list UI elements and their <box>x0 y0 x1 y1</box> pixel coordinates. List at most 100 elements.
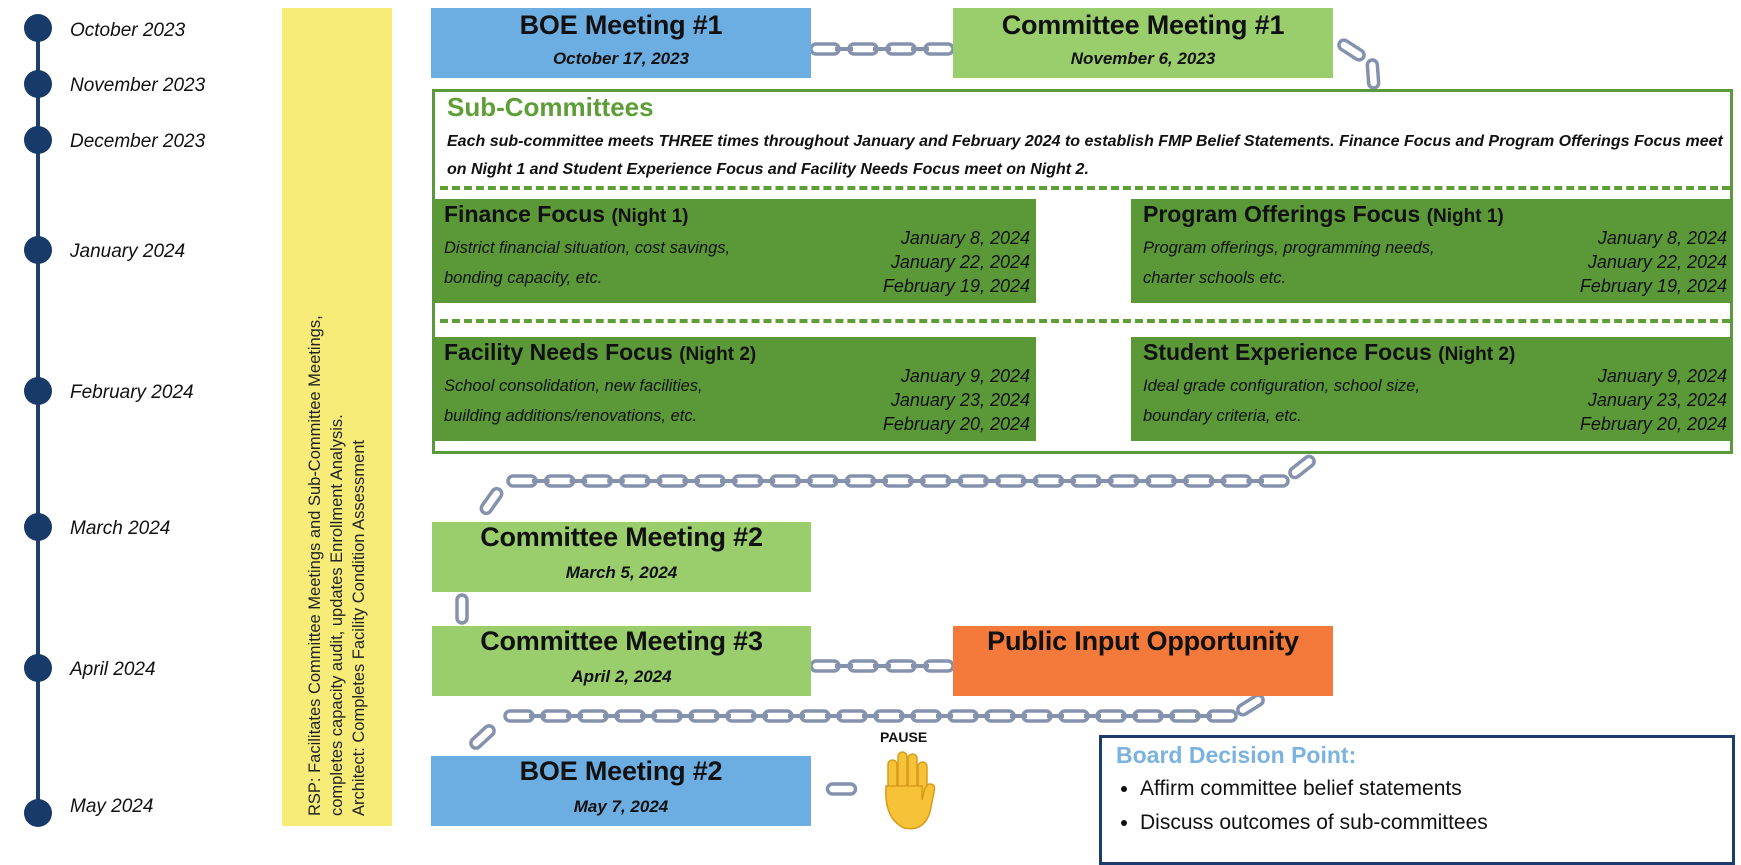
timeline-dot <box>24 14 52 42</box>
chain-joint <box>529 714 546 718</box>
timeline-dot <box>24 236 52 264</box>
chain-joint <box>603 714 620 718</box>
focus-title: Program Offerings Focus <box>1143 201 1421 227</box>
chain-joint <box>1133 479 1152 483</box>
rsp-note-line: RSP: Facilitates Committee Meetings and … <box>306 315 324 816</box>
chain-joint <box>899 714 916 718</box>
timeline-month: November 2023 <box>70 75 206 96</box>
chain-segment <box>809 42 955 56</box>
focus-description: District financial situation, cost savin… <box>444 239 731 287</box>
chain-joint <box>908 479 926 483</box>
chain-joint <box>835 47 853 51</box>
focus-title: Finance Focus <box>444 201 606 227</box>
chain-joint <box>607 479 625 483</box>
program-offerings-focus: Program Offerings Focus (Night 1) Progra… <box>1131 199 1733 303</box>
chain-link <box>809 659 841 673</box>
chain-joint <box>677 714 694 718</box>
chain-joint <box>1047 714 1064 718</box>
chain-link <box>1220 474 1253 488</box>
public-input-opportunity: Public Input Opportunity <box>953 626 1333 696</box>
chain-link <box>919 474 952 488</box>
chain-link <box>1183 474 1215 488</box>
chain-link <box>1206 709 1238 723</box>
chain-link <box>923 42 955 56</box>
chain-joint <box>973 714 990 718</box>
timeline-dot <box>24 377 52 405</box>
focus-title: Student Experience Focus <box>1143 339 1432 365</box>
chain-link <box>1032 474 1065 488</box>
meeting-date: May 7, 2024 <box>573 797 669 816</box>
focus-title: Facility Needs Focus <box>444 339 673 365</box>
timeline-dot <box>24 126 52 154</box>
chain-joint <box>1121 714 1138 718</box>
chain-joint <box>825 714 842 718</box>
meeting-date: October 17, 2023 <box>552 49 690 68</box>
focus-description: School consolidation, new facilities, bu… <box>444 377 703 425</box>
meeting-date: November 6, 2023 <box>1070 49 1216 68</box>
chain-joint <box>911 47 929 51</box>
rsp-note-line: completes capacity audit, updates Enroll… <box>328 414 346 816</box>
chain-link <box>725 709 757 723</box>
chain-link <box>1132 709 1164 723</box>
subcommittees-title: Sub-Committees <box>447 92 654 122</box>
timeline-line <box>36 25 40 810</box>
chain-joint <box>870 479 888 483</box>
focus-date: January 22, 2024 <box>890 252 1030 272</box>
chain-link <box>836 709 868 723</box>
rsp-note-panel: RSP: Facilitates Committee Meetings and … <box>282 8 392 826</box>
chain-joint <box>757 479 776 483</box>
chain-joint <box>682 479 700 483</box>
chain-link <box>807 474 839 488</box>
chain-joint <box>1010 714 1027 718</box>
focus-night: (Night 1) <box>611 206 689 227</box>
focus-date: January 22, 2024 <box>1587 252 1727 272</box>
chain-link <box>847 659 879 673</box>
chain-joint <box>832 479 851 483</box>
chain-joint <box>1171 479 1189 483</box>
focus-date: January 8, 2024 <box>1597 228 1727 248</box>
chain-joint <box>936 714 953 718</box>
chain-link <box>506 474 538 488</box>
chain-link <box>479 486 504 516</box>
divider <box>440 186 1730 190</box>
chain-joint <box>1208 479 1227 483</box>
meeting-title: Committee Meeting #3 <box>480 626 763 656</box>
chain-joint <box>1158 714 1175 718</box>
chain-link <box>694 474 726 488</box>
focus-date: February 19, 2024 <box>1579 276 1727 296</box>
chain-joint <box>644 479 663 483</box>
chain-joint <box>640 714 657 718</box>
chain-joint <box>714 714 731 718</box>
timeline-month: December 2023 <box>70 131 206 152</box>
timeline-month: March 2024 <box>70 518 171 539</box>
chain-link <box>614 709 646 723</box>
chain-link <box>995 474 1027 488</box>
chain-joint <box>1246 479 1264 483</box>
decision-item: Discuss outcomes of sub-committees <box>1140 806 1488 840</box>
chain-joint <box>1020 479 1039 483</box>
chain-link <box>885 42 917 56</box>
chain-joint <box>873 47 891 51</box>
chain-segment <box>825 782 858 796</box>
chain-link <box>923 659 955 673</box>
meeting-title: Public Input Opportunity <box>987 626 1299 656</box>
chain-link <box>656 474 689 488</box>
chain-link <box>762 709 794 723</box>
chain-link <box>651 709 683 723</box>
chain-joint <box>1195 714 1212 718</box>
focus-date: January 9, 2024 <box>900 366 1030 386</box>
chain-joint <box>862 714 879 718</box>
chain-link <box>873 709 905 723</box>
chain-joint <box>788 714 805 718</box>
chain-link <box>1021 709 1053 723</box>
timeline-dot <box>24 654 52 682</box>
chain-link <box>581 474 613 488</box>
chain-link <box>825 782 858 796</box>
chain-link <box>910 709 942 723</box>
board-decision-panel: Board Decision Point: Affirm committee b… <box>1099 735 1735 865</box>
timeline-dot <box>24 799 52 827</box>
chain-joint <box>911 664 929 668</box>
chain-link <box>885 659 917 673</box>
chain-link <box>1107 474 1140 488</box>
chain-link <box>688 709 720 723</box>
